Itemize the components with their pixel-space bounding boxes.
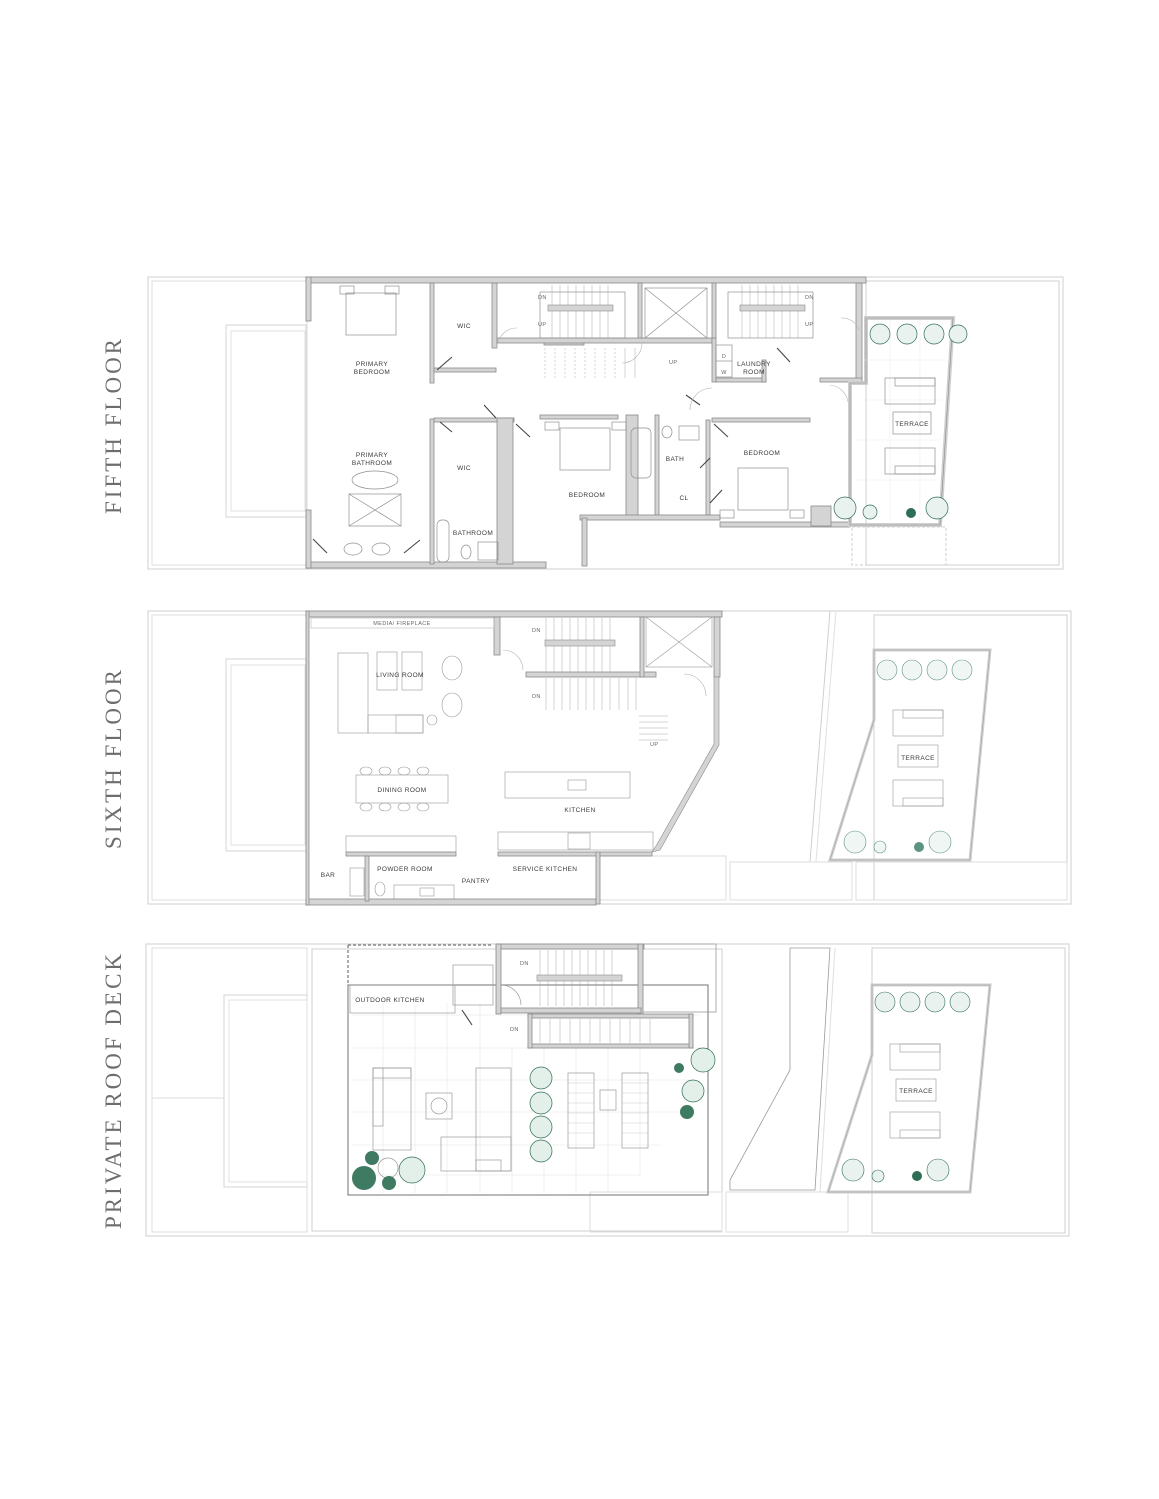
room-label-terrace: TERRACE xyxy=(895,421,929,428)
room-label-wic-2: WIC xyxy=(457,465,471,472)
sixth-floor-drawing: MEDIA/ FIREPLACE LIVING ROOM DINING ROOM… xyxy=(147,610,1072,906)
stair-label-up: UP xyxy=(650,742,658,748)
stair-label-dn-2: DN xyxy=(805,295,814,301)
room-label-bath: BATH xyxy=(666,456,684,463)
room-label-closet: CL xyxy=(679,495,688,502)
room-label-media-fireplace: MEDIA/ FIREPLACE xyxy=(373,621,430,627)
room-label-primary-bathroom: PRIMARY xyxy=(356,452,389,459)
room-label-service-kitchen: SERVICE KITCHEN xyxy=(513,866,578,873)
room-label-bedroom: BEDROOM xyxy=(569,492,605,499)
fifth-floor-drawing: PRIMARY BEDROOM WIC PRIMARY BATHROOM WIC… xyxy=(147,276,1064,570)
dryer-label: D xyxy=(722,354,726,360)
room-label-laundry-room: LAUNDRY xyxy=(737,361,771,368)
roof-deck-plan: PRIVATE ROOF DECK xyxy=(0,935,1159,1245)
stair-label-dn-2: DN xyxy=(510,1027,519,1033)
roof-deck-title: PRIVATE ROOF DECK xyxy=(101,950,126,1230)
room-label-bar: BAR xyxy=(321,872,336,879)
fifth-floor-title: FIFTH FLOOR xyxy=(101,335,126,515)
room-label-pantry: PANTRY xyxy=(462,878,490,885)
stair-label-up: UP xyxy=(538,322,546,328)
room-label-kitchen: KITCHEN xyxy=(564,807,595,814)
room-label-dining-room: DINING ROOM xyxy=(377,787,426,794)
stair-label-dn-2: DN xyxy=(532,694,541,700)
room-label-living-room: LIVING ROOM xyxy=(376,672,424,679)
room-label-outdoor-kitchen: OUTDOOR KITCHEN xyxy=(355,997,425,1004)
room-label-terrace: TERRACE xyxy=(901,755,935,762)
sixth-floor-title: SIXTH FLOOR xyxy=(101,666,126,849)
room-label-terrace: TERRACE xyxy=(899,1088,933,1095)
stair-label-up-2: UP xyxy=(805,322,813,328)
room-label-bedroom-2: BEDROOM xyxy=(744,450,780,457)
fifth-floor-plan: FIFTH FLOOR xyxy=(0,270,1159,580)
room-label-primary-bathroom-2: BATHROOM xyxy=(352,460,392,467)
stair-label-dn: DN xyxy=(520,961,529,967)
room-label-wic: WIC xyxy=(457,323,471,330)
roof-deck-drawing: OUTDOOR KITCHEN TERRACE DN DN xyxy=(145,943,1070,1237)
room-label-primary-bedroom-2: BEDROOM xyxy=(354,369,390,376)
room-label-powder-room: POWDER ROOM xyxy=(377,866,433,873)
floor-title: SIXTH FLOOR xyxy=(84,605,144,910)
stair-label-dn: DN xyxy=(538,295,547,301)
washer-label: W xyxy=(721,370,727,376)
room-label-primary-bedroom: PRIMARY xyxy=(356,361,389,368)
floor-title: FIFTH FLOOR xyxy=(84,270,144,580)
room-label-bathroom: BATHROOM xyxy=(453,530,493,537)
stair-label-dn: DN xyxy=(532,628,541,634)
stair-label-up-3: UP xyxy=(669,360,677,366)
floor-title: PRIVATE ROOF DECK xyxy=(84,935,144,1245)
sixth-floor-plan: SIXTH FLOOR xyxy=(0,605,1159,910)
room-label-laundry-room-2: ROOM xyxy=(743,369,765,376)
